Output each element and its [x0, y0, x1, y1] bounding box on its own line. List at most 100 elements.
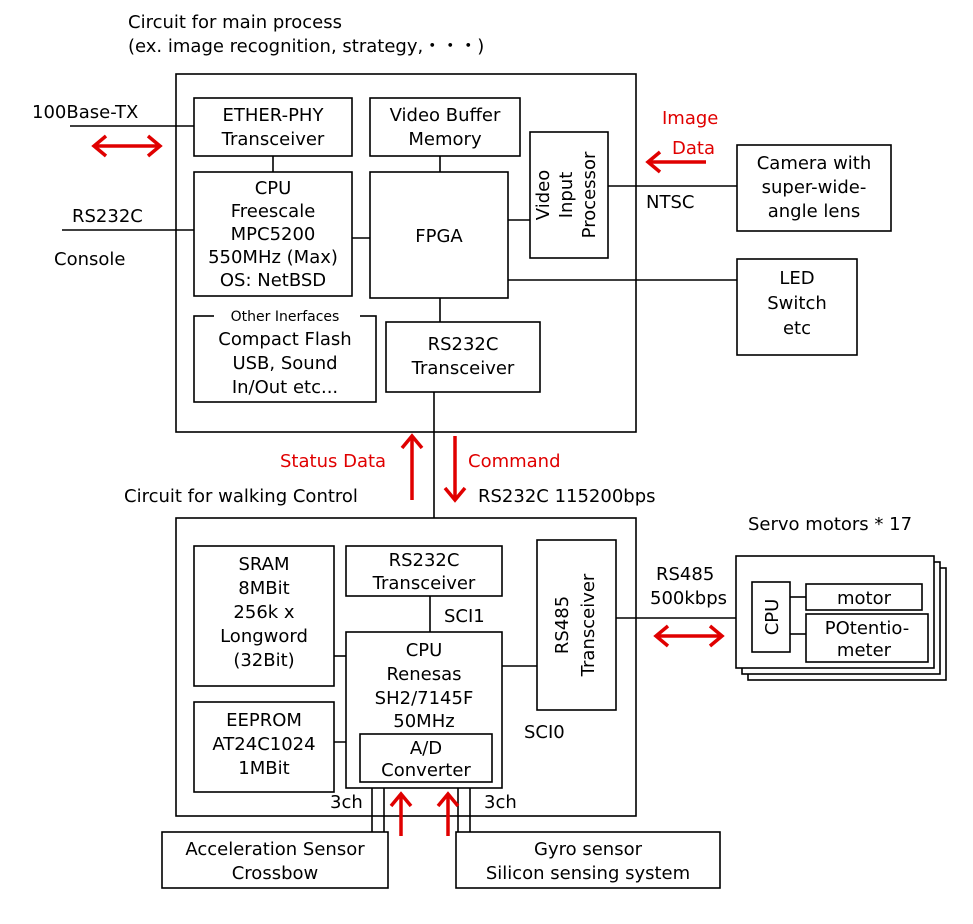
ethernet-label: 100Base-TX	[32, 102, 138, 123]
vip-line2: Input	[556, 172, 577, 219]
ad-converter-sublabel: Converter	[381, 760, 471, 781]
other-interfaces-title: Other Inerfaces	[231, 309, 340, 325]
rs232c-speed-label: RS232C 115200bps	[478, 486, 656, 507]
servo-potentiometer-line2: meter	[837, 640, 892, 661]
vip-line3: Processor	[579, 151, 600, 238]
sram-line5: (32Bit)	[233, 650, 294, 671]
servo-potentiometer	[805, 613, 929, 663]
rs485-transceiver	[536, 539, 617, 711]
sram-line1: SRAM	[238, 554, 289, 575]
walking-rs232c-transceiver	[345, 545, 503, 597]
other-interfaces-line2: USB, Sound	[232, 353, 337, 374]
main-cpu-line5: OS: NetBSD	[220, 270, 326, 291]
main-cpu-line4: 550MHz (Max)	[208, 247, 338, 268]
rs485-arrow-right-head	[708, 624, 725, 648]
ntsc-label: NTSC	[646, 192, 694, 213]
command-arrow-head	[443, 486, 467, 503]
vip-line1: Video	[533, 170, 554, 220]
ethernet-arrow-right-head	[146, 134, 163, 158]
eeprom-line2: AT24C1024	[212, 734, 315, 755]
other-interfaces-line1: Compact Flash	[218, 329, 351, 350]
sram-line2: 8MBit	[238, 578, 289, 599]
main-circuit-heading-line1: Circuit for main process	[128, 12, 342, 33]
rs485-speed-line1: RS485	[656, 564, 714, 585]
led-switch-line1: LED	[779, 268, 814, 289]
accel-arrow-head	[389, 791, 413, 808]
video-buffer-memory	[369, 97, 521, 157]
servo-motors-heading: Servo motors * 17	[748, 514, 912, 535]
sci1-label: SCI1	[444, 606, 485, 627]
video-input-processor	[529, 131, 609, 259]
image-data-label-line1: Image	[662, 108, 718, 129]
servo-motor	[805, 583, 923, 611]
command-label: Command	[468, 451, 561, 472]
image-data-arrow-head	[645, 150, 662, 174]
rs485-line1: RS485	[552, 596, 573, 654]
walking-cpu-line1: CPU	[406, 640, 443, 661]
camera-line3: angle lens	[768, 201, 861, 222]
walking-cpu-line3: SH2/7145F	[375, 688, 474, 709]
acceleration-sensor-line2: Crossbow	[232, 863, 319, 884]
eeprom	[193, 701, 335, 793]
servo-motor-label: motor	[837, 588, 892, 609]
main-circuit-heading-line2: (ex. image recognition, strategy,・・・)	[128, 36, 484, 57]
status-data-arrow-head	[400, 433, 424, 450]
image-data-label-line2: Data	[672, 138, 715, 159]
eeprom-line1: EEPROM	[226, 710, 302, 731]
led-switch-line2: Switch	[767, 293, 827, 314]
walking-rs232c-label: RS232C	[389, 550, 460, 571]
main-cpu-line3: MPC5200	[231, 224, 316, 245]
walking-rs232c-sublabel: Transceiver	[372, 573, 476, 594]
console-label: Console	[54, 249, 125, 270]
fpga-label: FPGA	[415, 226, 463, 247]
other-interfaces-line3: In/Out etc...	[232, 377, 338, 398]
main-rs232c-sublabel: Transceiver	[411, 358, 515, 379]
sram-line3: 256k x	[233, 602, 295, 623]
main-cpu	[193, 171, 353, 297]
walking-cpu-line4: 50MHz	[393, 711, 454, 732]
acceleration-sensor-line1: Acceleration Sensor	[185, 839, 365, 860]
servo-cpu-label: CPU	[762, 599, 783, 636]
eeprom-line3: 1MBit	[238, 758, 289, 779]
sram-line4: Longword	[220, 626, 308, 647]
acceleration-sensor	[161, 831, 389, 889]
gyro-sensor-line2: Silicon sensing system	[486, 863, 690, 884]
ch-right-label: 3ch	[484, 792, 517, 813]
walking-cpu-line2: Renesas	[386, 664, 461, 685]
main-rs232c-label: RS232C	[428, 334, 499, 355]
led-switch-line3: etc	[783, 318, 811, 339]
main-rs232c-transceiver	[385, 321, 541, 393]
camera-line2: super-wide-	[762, 177, 867, 198]
ad-converter-label: A/D	[410, 738, 442, 759]
camera	[736, 144, 892, 232]
walking-circuit-heading: Circuit for walking Control	[124, 486, 358, 507]
gyro-sensor	[455, 831, 721, 889]
sram	[193, 545, 335, 687]
sci0-label: SCI0	[524, 722, 565, 743]
rs485-arrow-left-head	[653, 624, 670, 648]
ethernet-arrow-left-head	[91, 134, 108, 158]
servo-cpu	[751, 581, 791, 653]
led-switch	[736, 258, 858, 356]
servo-potentiometer-line1: POtentio-	[825, 618, 909, 639]
ether-phy-label: ETHER-PHY	[223, 105, 325, 126]
video-buffer-sublabel: Memory	[408, 129, 482, 150]
status-data-label: Status Data	[280, 451, 386, 472]
gyro-arrow-head	[436, 791, 460, 808]
ether-phy-sublabel: Transceiver	[221, 129, 325, 150]
ether-phy-transceiver	[193, 97, 353, 157]
ad-converter	[359, 733, 493, 783]
main-cpu-line2: Freescale	[231, 201, 316, 222]
main-cpu-line1: CPU	[255, 178, 292, 199]
video-buffer-label: Video Buffer	[390, 105, 501, 126]
rs232c-label: RS232C	[72, 206, 143, 227]
other-interfaces-title-bg	[214, 308, 360, 324]
ch-left-label: 3ch	[330, 792, 363, 813]
rs485-speed-line2: 500kbps	[650, 588, 727, 609]
camera-line1: Camera with	[757, 153, 872, 174]
rs485-line2: Transceiver	[578, 573, 599, 677]
fpga	[369, 171, 509, 299]
gyro-sensor-line1: Gyro sensor	[534, 839, 643, 860]
